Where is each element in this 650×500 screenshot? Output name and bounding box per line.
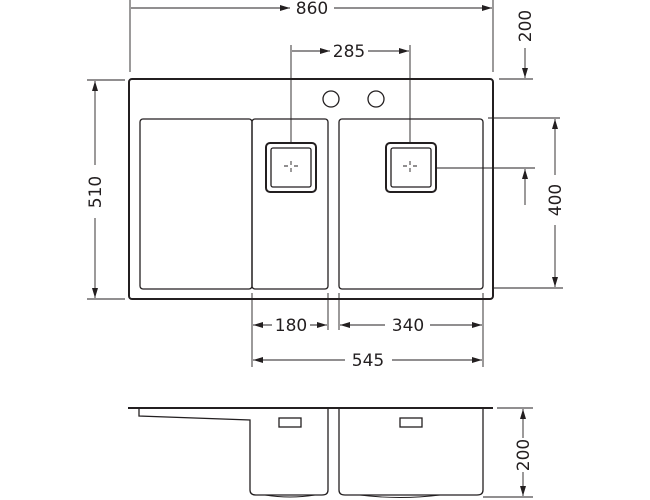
dim-bowl-height: 200 xyxy=(483,407,534,498)
tap-hole-right xyxy=(367,90,385,108)
overflow-left xyxy=(278,417,302,428)
tap-hole-left xyxy=(322,90,340,108)
dim-label-200-top: 200 xyxy=(516,10,536,42)
overflow-right xyxy=(399,417,423,428)
dim-label-285: 285 xyxy=(333,42,365,62)
dim-bowl-widths: 180 340 545 xyxy=(251,293,484,371)
dim-label-860: 860 xyxy=(296,0,328,19)
dim-label-200-side: 200 xyxy=(514,439,534,471)
dim-label-545: 545 xyxy=(352,351,384,371)
plan-view xyxy=(128,78,494,300)
drain-left xyxy=(265,142,317,193)
drainboard xyxy=(139,118,253,290)
dim-overall-depth: 510 xyxy=(86,79,125,300)
dim-label-510: 510 xyxy=(86,176,106,208)
dim-bowl-depth: 400 xyxy=(488,117,566,289)
dim-label-400: 400 xyxy=(546,184,566,216)
side-view xyxy=(128,407,493,498)
dim-label-180: 180 xyxy=(275,316,307,336)
drain-right xyxy=(385,142,437,193)
sink-outline xyxy=(128,78,494,300)
dim-drain-offset: 200 xyxy=(437,10,536,205)
dim-label-340: 340 xyxy=(392,316,424,336)
large-bowl xyxy=(338,118,484,290)
dim-tap-spacing: 285 xyxy=(290,42,411,143)
small-bowl xyxy=(251,118,329,290)
dim-overall-width: 860 xyxy=(129,0,494,72)
